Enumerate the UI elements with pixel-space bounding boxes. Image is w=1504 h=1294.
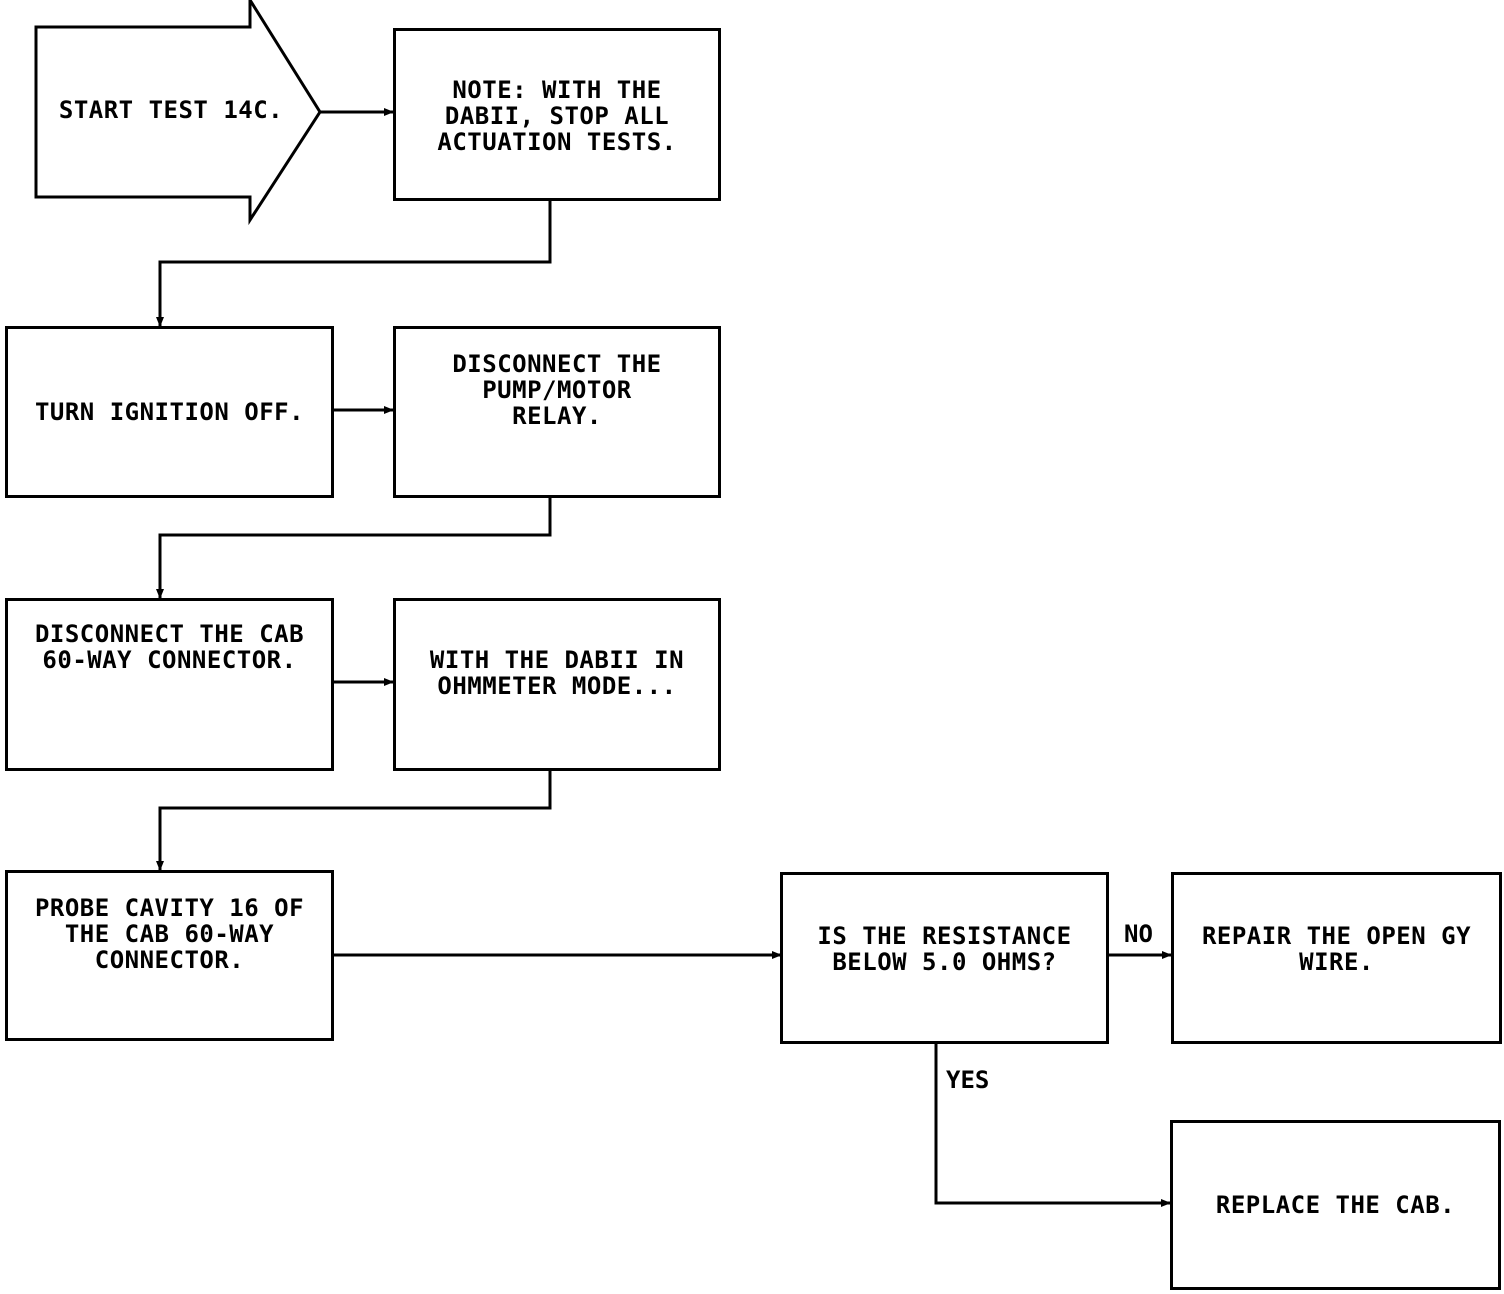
start-label: START TEST 14C. xyxy=(58,96,284,124)
step-repair: REPAIR THE OPEN GY WIRE. xyxy=(1171,872,1502,1044)
step-repair-text: REPAIR THE OPEN GY WIRE. xyxy=(1201,922,1472,976)
step-disconnect-relay: DISCONNECT THE PUMP/MOTOR RELAY. xyxy=(393,326,721,498)
edge-label-yes: YES xyxy=(946,1066,990,1094)
step-replace: REPLACE THE CAB. xyxy=(1170,1120,1501,1290)
step-question: IS THE RESISTANCE BELOW 5.0 OHMS? xyxy=(780,872,1109,1044)
edge-label-no: NO xyxy=(1124,920,1153,948)
step-note-text: NOTE: WITH THE DABII, STOP ALL ACTUATION… xyxy=(437,76,677,156)
connector-ohmmeter-probe xyxy=(156,770,552,871)
step-ignition-text: TURN IGNITION OFF. xyxy=(34,398,305,426)
step-probe-text: PROBE CAVITY 16 OF THE CAB 60-WAY CONNEC… xyxy=(34,894,305,974)
step-ohmmeter-text: WITH THE DABII IN OHMMETER MODE... xyxy=(429,646,685,700)
connector-relay-cab xyxy=(156,497,552,599)
step-replace-text: REPLACE THE CAB. xyxy=(1215,1191,1456,1219)
start-arrow-shape xyxy=(34,0,322,226)
step-ignition: TURN IGNITION OFF. xyxy=(5,326,334,498)
step-question-text: IS THE RESISTANCE BELOW 5.0 OHMS? xyxy=(817,922,1072,976)
step-disconnect-cab: DISCONNECT THE CAB 60-WAY CONNECTOR. xyxy=(5,598,334,771)
step-disconnect-cab-text: DISCONNECT THE CAB 60-WAY CONNECTOR. xyxy=(34,620,305,674)
connector-note-ignition xyxy=(156,200,552,327)
step-disconnect-relay-text: DISCONNECT THE PUMP/MOTOR RELAY. xyxy=(452,350,662,430)
step-note: NOTE: WITH THE DABII, STOP ALL ACTUATION… xyxy=(393,28,721,201)
step-probe: PROBE CAVITY 16 OF THE CAB 60-WAY CONNEC… xyxy=(5,870,334,1041)
step-ohmmeter: WITH THE DABII IN OHMMETER MODE... xyxy=(393,598,721,771)
connector-question-replace xyxy=(934,1043,1171,1207)
